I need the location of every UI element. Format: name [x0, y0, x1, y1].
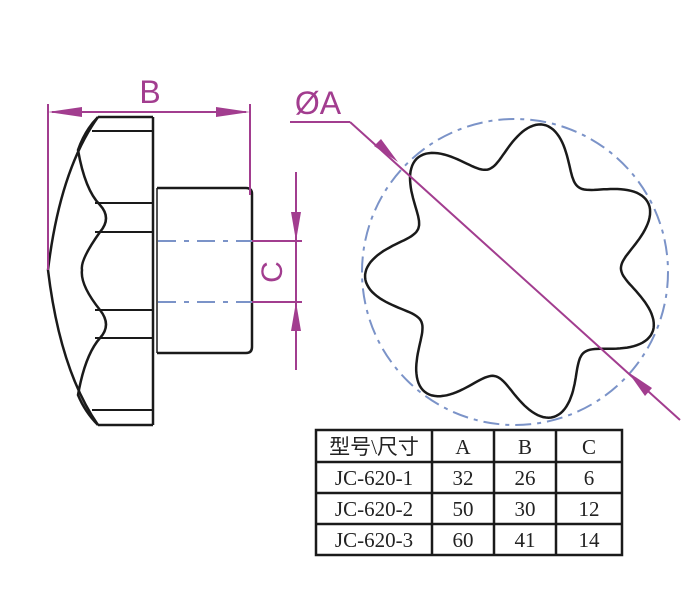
knob-outer-arc: [46, 116, 100, 426]
table-row: JC-620-1 32 26 6: [335, 466, 594, 490]
center-lines: [158, 240, 252, 303]
size-table: 型号\尺寸 A B C JC-620-1 32 26 6 JC-620-2 50…: [314, 428, 624, 557]
knob-lobed-outline: [363, 123, 656, 419]
svg-text:JC-620-2: JC-620-2: [335, 497, 413, 521]
svg-text:41: 41: [515, 528, 536, 552]
dimension-a: [290, 121, 681, 421]
table-row: JC-620-2 50 30 12: [335, 497, 600, 521]
header-model-size: 型号\尺寸: [329, 435, 419, 459]
dim-c-label: C: [256, 261, 289, 283]
svg-text:JC-620-3: JC-620-3: [335, 528, 413, 552]
svg-text:50: 50: [453, 497, 474, 521]
header-b: B: [518, 435, 532, 459]
svg-text:JC-620-1: JC-620-1: [335, 466, 413, 490]
svg-text:6: 6: [584, 466, 595, 490]
diameter-circle: [361, 118, 669, 426]
svg-text:60: 60: [453, 528, 474, 552]
svg-text:30: 30: [515, 497, 536, 521]
boss: [157, 186, 254, 355]
dim-b-label: B: [139, 74, 160, 110]
table-row: JC-620-3 60 41 14: [335, 528, 600, 552]
svg-text:32: 32: [453, 466, 474, 490]
header-c: C: [582, 435, 596, 459]
knob-side-view: [46, 115, 254, 427]
dimension-b: [47, 104, 251, 270]
svg-text:12: 12: [579, 497, 600, 521]
dimension-c: [252, 172, 302, 370]
svg-text:26: 26: [515, 466, 536, 490]
header-a: A: [455, 435, 471, 459]
dim-a-label: ØA: [295, 85, 342, 121]
svg-text:14: 14: [579, 528, 601, 552]
